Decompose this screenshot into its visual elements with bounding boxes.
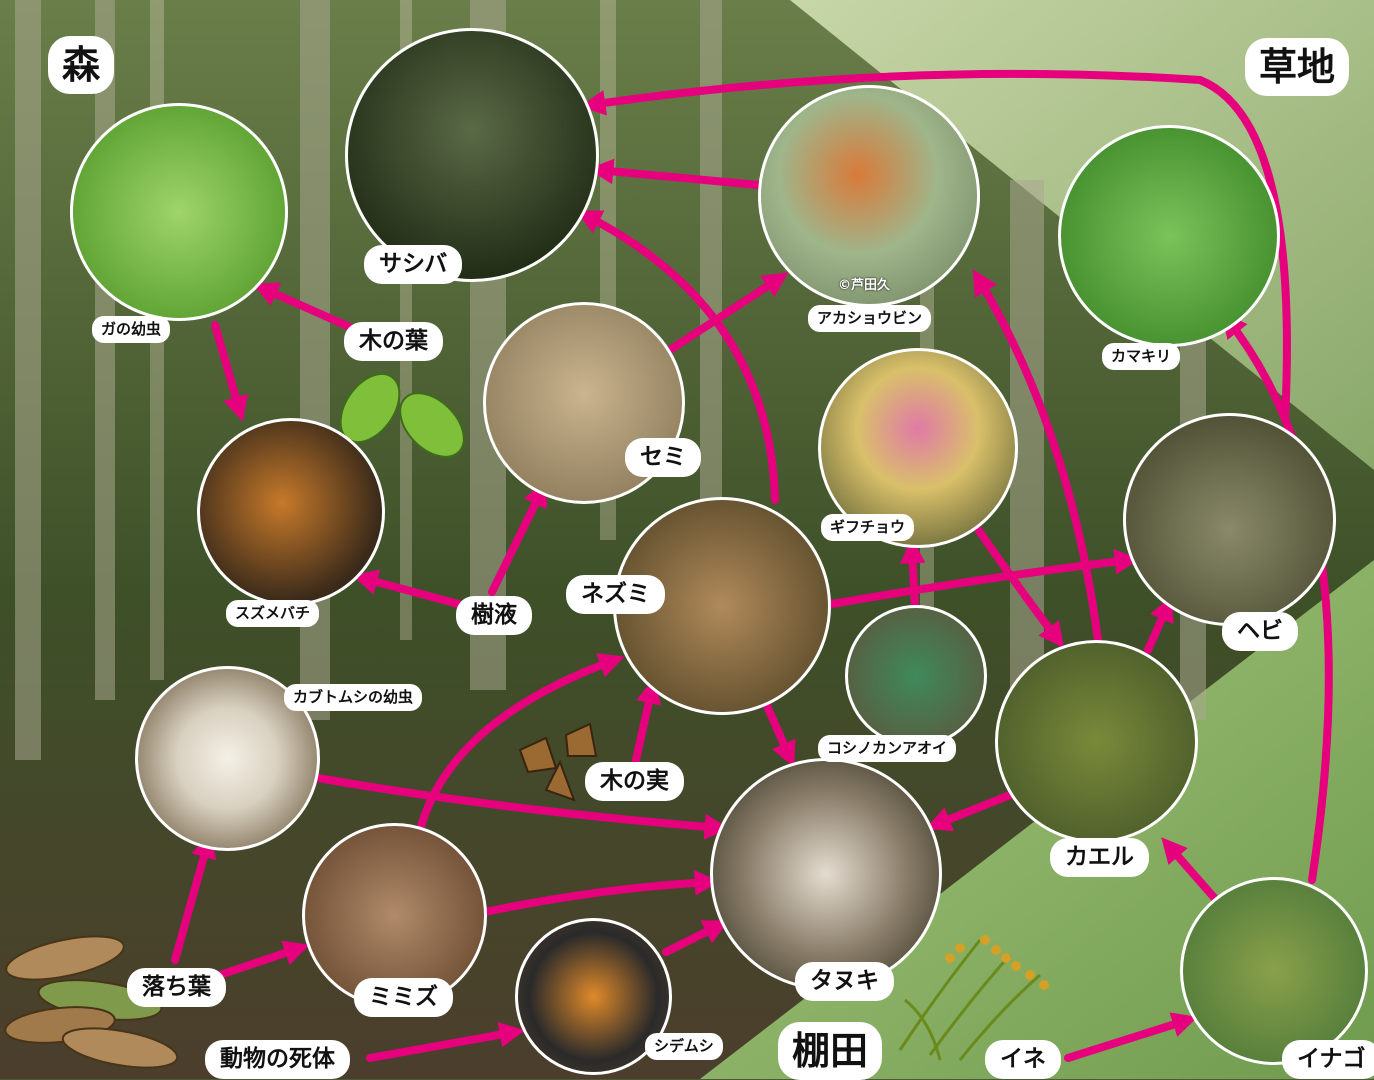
label-rice: イネ (985, 1040, 1061, 1079)
label-kabutomushi-larva: カブトムシの幼虫 (284, 684, 422, 711)
label-kamakiri: カマキリ (1102, 343, 1180, 370)
kaeru-photo (995, 640, 1198, 843)
label-inago: イナゴ (1282, 1040, 1374, 1079)
label-nezumi: ネズミ (566, 575, 665, 614)
label-moth-larva: ガの幼虫 (92, 316, 170, 343)
label-tanuki: タヌキ (795, 962, 894, 1001)
label-carcass: 動物の死体 (205, 1040, 350, 1079)
moth-larva-photo (70, 103, 288, 321)
label-nuts: 木の実 (585, 762, 684, 801)
photo-credit: ©芦田久 (838, 274, 890, 293)
label-leaves: 木の葉 (344, 322, 443, 361)
label-hebi: ヘビ (1222, 612, 1298, 651)
suzumebachi-photo (197, 418, 385, 606)
sashiba-photo (345, 28, 599, 282)
label-sashiba: サシバ (364, 245, 462, 284)
koshinokanaoi-photo (845, 605, 987, 747)
inago-photo (1180, 877, 1368, 1065)
label-akashoubin: アカショウビン (808, 305, 931, 332)
label-kaeru: カエル (1050, 838, 1149, 877)
label-gifuchou: ギフチョウ (821, 514, 914, 541)
label-mimizu: ミミズ (354, 978, 453, 1017)
label-semi: セミ (625, 438, 701, 477)
label-koshinokanaoi: コシノカンアオイ (818, 735, 956, 762)
label-fallen-leaves: 落ち葉 (127, 968, 226, 1007)
label-sap: 樹液 (456, 596, 532, 635)
label-shidemushi: シデムシ (645, 1033, 723, 1060)
region-grassland: 草地 (1245, 38, 1349, 96)
region-terraced-paddy: 棚田 (778, 1022, 882, 1080)
hebi-photo (1123, 413, 1336, 626)
label-suzumebachi: スズメバチ (226, 600, 319, 627)
kamakiri-photo (1058, 125, 1280, 347)
tanuki-photo (710, 758, 942, 990)
region-forest: 森 (48, 36, 114, 94)
